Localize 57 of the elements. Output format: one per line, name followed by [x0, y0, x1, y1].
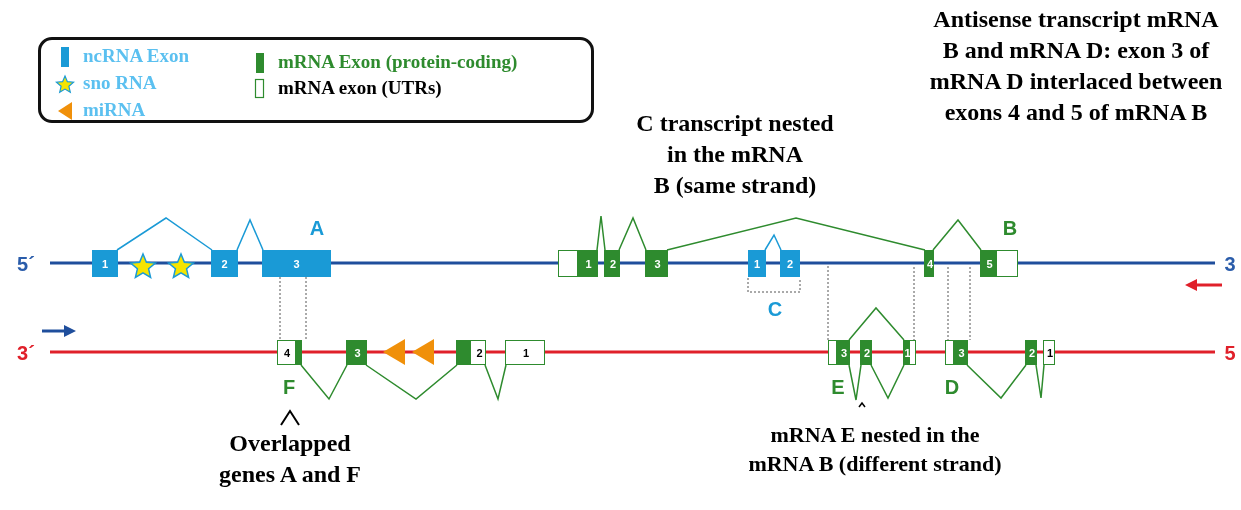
- gene-label: E: [830, 375, 846, 400]
- intron-line: [300, 364, 348, 401]
- exon-box: 3: [346, 340, 367, 365]
- strand-end-label: 5´: [16, 252, 36, 277]
- annotation-text: Overlapped genes A and F: [218, 429, 362, 489]
- gene-label: D: [943, 375, 961, 400]
- exon-box: 1: [505, 340, 545, 365]
- intron-line: [966, 364, 1027, 400]
- exon-box: 3: [262, 250, 331, 277]
- intron-line: [848, 306, 905, 341]
- exon-box: 1: [558, 250, 598, 277]
- exon-box: 2: [456, 340, 486, 365]
- legend-text: miRNA: [83, 99, 146, 121]
- annotation-text: mRNA E nested in the mRNA B (different strand): [747, 421, 1003, 478]
- legend-text: mRNA exon (UTRs): [278, 77, 442, 99]
- exon-box: 2: [211, 250, 238, 277]
- exon-box: 4: [277, 340, 302, 365]
- exon-box: 2: [1025, 340, 1037, 365]
- legend-text: mRNA Exon (protein-coding): [278, 51, 518, 73]
- gene-label: F: [281, 375, 297, 400]
- annotation-text: C transcript nested in the mRNA B (same strand): [635, 109, 835, 200]
- exon-box: 3: [828, 340, 850, 365]
- alignment-line: [305, 276, 307, 341]
- strand-end-label: 3: [1223, 252, 1237, 277]
- intron-line: [870, 364, 905, 400]
- exon-box: 4: [924, 250, 934, 277]
- annotation-text: Antisense transcript mRNA B and mRNA D: exon 3 of mRNA D interlaced between exons 4 and 5 of mRNA B: [928, 5, 1224, 127]
- strand-end-label: 3´: [16, 341, 36, 366]
- gene-label: A: [308, 216, 326, 241]
- intron-line: [848, 364, 862, 401]
- exon-box: 2: [604, 250, 620, 277]
- exon-box: 5: [980, 250, 1018, 277]
- exon-box: 3: [945, 340, 968, 365]
- exon-box: 2: [860, 340, 872, 365]
- intron-line: [1035, 364, 1045, 399]
- legend-text: sno RNA: [83, 72, 157, 94]
- exon-box: 2: [780, 250, 800, 277]
- intron-line: [236, 218, 264, 251]
- gene-label: B: [1001, 216, 1019, 241]
- gene-label: C: [766, 297, 784, 322]
- exon-box: 1: [748, 250, 766, 277]
- intron-line: [596, 215, 606, 251]
- strand-end-label: 5: [1223, 341, 1237, 366]
- intron-line: [484, 364, 507, 402]
- alignment-line: [279, 276, 281, 341]
- intron-line: [932, 218, 982, 251]
- intron-line: [116, 217, 213, 251]
- intron-line: [365, 364, 458, 400]
- intron-line: [666, 217, 926, 251]
- exon-box: 1: [903, 340, 916, 365]
- bracket: [747, 277, 801, 293]
- exon-box: 1: [1043, 340, 1055, 365]
- exon-box: 1: [92, 250, 118, 277]
- intron-line: [618, 216, 647, 251]
- exon-box: 3: [645, 250, 668, 277]
- legend-text: ncRNA Exon: [83, 45, 190, 67]
- intron-line: [764, 233, 782, 251]
